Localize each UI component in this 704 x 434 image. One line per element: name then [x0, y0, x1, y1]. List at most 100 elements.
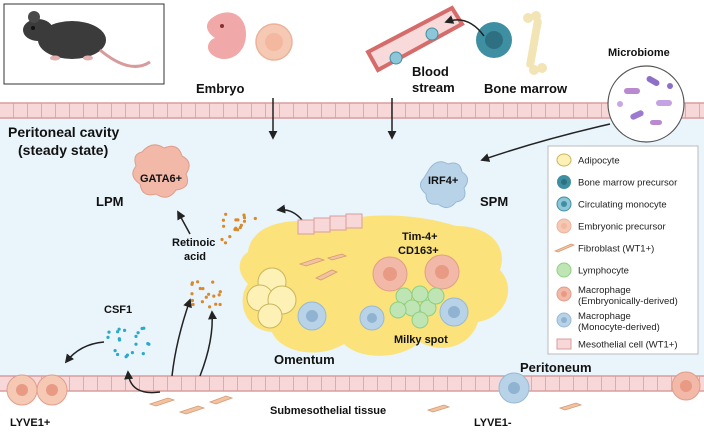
- molecule-dot: [242, 219, 247, 223]
- embryo-label: Embryo: [196, 81, 244, 96]
- bone-marrow-label: Bone marrow: [484, 81, 568, 96]
- microbiome-label: Microbiome: [608, 47, 670, 59]
- fibroblast-icon: [553, 243, 576, 253]
- embryonic-precursor-cell: [255, 23, 293, 61]
- peritoneum-label: Peritoneum: [520, 360, 592, 375]
- legend-item: Adipocyte: [556, 153, 620, 167]
- lymphocyte: [389, 301, 407, 319]
- molecule-dot: [141, 352, 145, 356]
- retinoic-to-lpm-arrow: [177, 210, 191, 235]
- legend-label: Macrophage: [578, 285, 631, 296]
- lyve1-negative-label: LYVE1-: [474, 417, 512, 429]
- molecule-dot: [242, 213, 246, 217]
- microbiome-arrow: [480, 123, 611, 162]
- molecule-dot: [117, 327, 121, 331]
- molecule-dot: [224, 212, 228, 216]
- molecule-dot: [228, 235, 232, 239]
- molecule-dot: [107, 330, 111, 334]
- lymphocyte: [411, 285, 429, 303]
- molecule-dot: [130, 351, 134, 355]
- legend-label-sub: (Monocyte-derived): [578, 322, 660, 333]
- molecule-dot: [190, 281, 194, 285]
- irf4-label: IRF4+: [428, 175, 458, 187]
- legend-label: Macrophage: [578, 311, 631, 322]
- microbiome-icon: [607, 65, 685, 143]
- legend-item: Circulating monocyte: [556, 196, 667, 212]
- molecule-dot: [214, 302, 218, 306]
- legend-label-sub: (Embryonically-derived): [578, 296, 678, 307]
- upper-mesothelium: [0, 102, 704, 119]
- embryonic-precursor-icon: [556, 218, 572, 234]
- lpm-label: LPM: [96, 194, 123, 209]
- embryo-icon: [206, 12, 246, 60]
- molecule-dot: [124, 355, 128, 359]
- lpm-macrophage: [132, 144, 190, 198]
- omentum-embryonic-macrophages: [372, 254, 460, 292]
- molecule-dot: [146, 342, 150, 346]
- embryonic-macrophage-icon: [556, 286, 572, 302]
- molecule-dot: [207, 292, 211, 296]
- molecule-dot: [223, 241, 228, 245]
- lymphocyte: [419, 299, 437, 317]
- molecule-dot: [208, 305, 212, 309]
- omentum-fibroblasts: [298, 253, 348, 281]
- bone-marrow-precursor-icon: [557, 175, 571, 189]
- molecule-dot: [221, 218, 225, 222]
- csf1-to-lyve1-arrow: [64, 341, 105, 364]
- molecule-dot: [218, 302, 222, 307]
- legend-label: Mesothelial cell (WT1+): [578, 340, 678, 351]
- molecule-dot: [123, 328, 127, 332]
- submesothelial-label: Submesothelial tissue: [270, 405, 386, 417]
- legend-label: Embryonic precursor: [578, 222, 666, 233]
- molecule-dot: [134, 334, 138, 338]
- legend-item: Fibroblast (WT1+): [553, 243, 654, 255]
- blood-vessel: [365, 5, 465, 73]
- retinoic-acid-dots-upper: [220, 212, 257, 245]
- molecule-dot: [190, 292, 194, 296]
- lymphocyte-icon: [556, 262, 572, 278]
- molecule-dot: [116, 330, 120, 334]
- molecule-dot: [134, 342, 138, 346]
- cd163-label: CD163+: [398, 245, 439, 257]
- molecule-dot: [142, 326, 146, 330]
- molecule-dot: [196, 280, 200, 284]
- milky-spot-label: Milky spot: [394, 334, 448, 346]
- lymphocyte: [411, 311, 429, 329]
- molecule-dot: [117, 337, 121, 341]
- molecule-dot: [242, 216, 247, 220]
- molecule-dot: [113, 349, 117, 353]
- molecule-dot: [212, 294, 216, 298]
- gata6-label: GATA6+: [140, 173, 182, 185]
- mouse-illustration: [3, 3, 165, 85]
- legend-label: Fibroblast (WT1+): [578, 244, 654, 255]
- peritoneum-macrophage: [671, 371, 701, 401]
- legend-label: Bone marrow precursor: [578, 178, 677, 189]
- retinoic-acid-dots-lower: [190, 280, 222, 309]
- blood-label-1: Blood: [412, 64, 449, 79]
- molecule-dot: [200, 300, 204, 304]
- molecule-dot: [218, 290, 222, 294]
- legend-item: Embryonic precursor: [556, 218, 666, 234]
- mesothelial-cell-icon: [556, 338, 572, 350]
- molecule-dot: [253, 216, 257, 221]
- molecule-dot: [217, 293, 221, 297]
- bone-marrow-precursor-cell: [476, 22, 512, 58]
- adipocyte-cluster: [246, 267, 297, 329]
- molecule-dot: [198, 286, 202, 291]
- lyve1-positive-macrophages: [6, 374, 68, 406]
- monocyte-macrophage-icon: [556, 312, 572, 328]
- omentum-label: Omentum: [274, 352, 335, 367]
- circulating-monocyte-icon: [556, 196, 572, 212]
- molecule-dot: [106, 335, 110, 339]
- spm-label: SPM: [480, 194, 508, 209]
- adipocyte-icon: [556, 153, 572, 167]
- lymphocyte: [427, 287, 445, 305]
- csf1-label: CSF1: [104, 304, 132, 316]
- molecule-dot: [211, 280, 215, 284]
- blood-label-2: stream: [412, 80, 455, 95]
- mesothelial-to-ra-arrow: [276, 204, 303, 221]
- tim4-label: Tim-4+: [402, 231, 438, 243]
- molecule-dot: [116, 352, 120, 357]
